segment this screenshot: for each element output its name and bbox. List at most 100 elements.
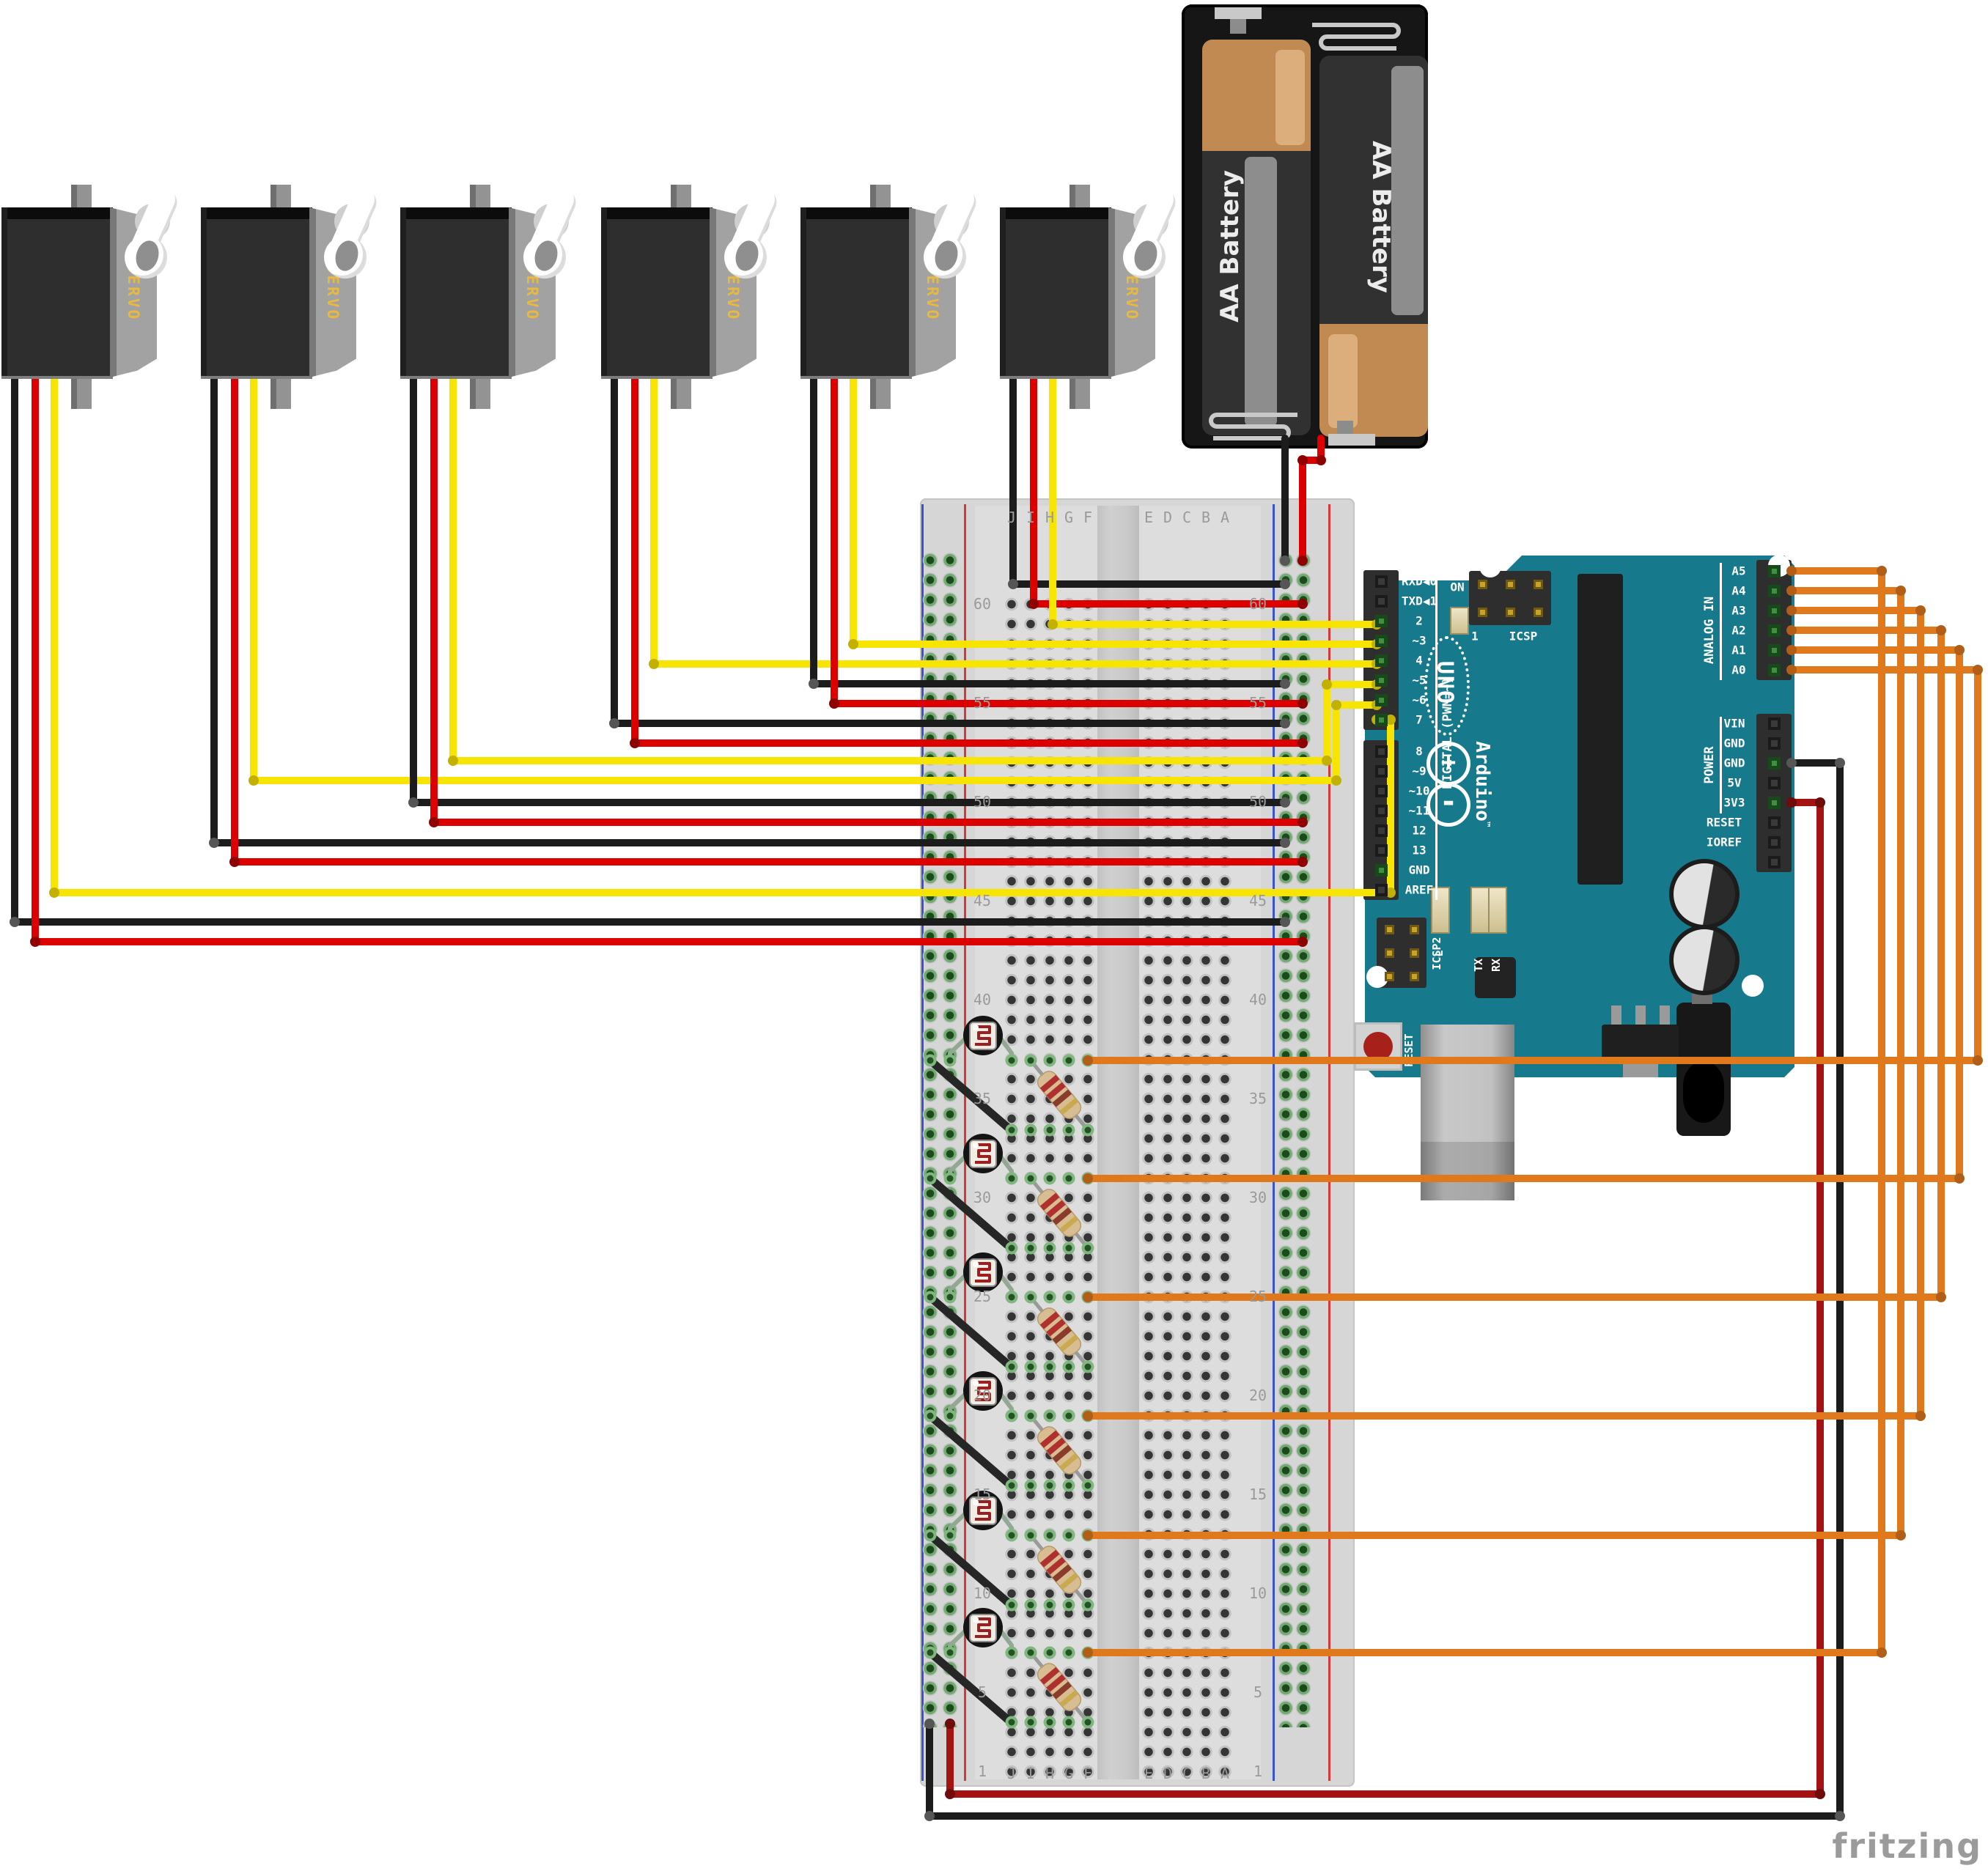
servo3-power-wire: [430, 366, 1306, 826]
analog-a5-wire-joint: [1877, 1647, 1887, 1658]
analog-a2-wire-joint: [1936, 1292, 1946, 1302]
battery-power-wire: [1299, 435, 1325, 564]
arduino-3v3-wire-joint: [945, 1719, 955, 1729]
servo-3: SERVO: [400, 183, 581, 412]
servo-body: [400, 207, 512, 376]
bb-row-50-left-text: 50: [973, 793, 992, 811]
digital-pin-RXD◀0-text: RXD◀0: [1401, 574, 1437, 588]
digital-pin-AREF-text: AREF: [1405, 882, 1434, 897]
analog-a3-wire-joint: [1915, 1411, 1926, 1421]
bb-col-B-bottom-text: B: [1201, 1765, 1211, 1782]
servo2-power-wire-joint: [1297, 857, 1308, 867]
analog-a0-wire-joint: [1083, 1055, 1093, 1066]
gnd-jumper-1: [926, 1056, 1015, 1134]
analog-pin-A2: [1767, 624, 1781, 637]
digital-pin-~3-text: ~3: [1412, 633, 1426, 648]
analog-a4-wire-joint: [1786, 586, 1797, 596]
servo5-signal-wire-joint: [848, 639, 858, 649]
analog-a3-wire-joint: [1786, 605, 1797, 616]
analog-pin-A0-text: A0: [1731, 663, 1746, 677]
bb-col-E-top-text: E: [1144, 509, 1154, 526]
servo1-gnd-wire-joint: [10, 917, 20, 927]
digital-pin-4: [1374, 654, 1388, 667]
battery-gnd-wire-joint: [1280, 556, 1290, 566]
analog-pin-A2-text: A2: [1731, 623, 1746, 638]
servo5-gnd-wire-joint: [809, 679, 819, 689]
icsp-pin-1: [1505, 579, 1515, 589]
arduino-gnd-wire-joint: [1835, 1811, 1845, 1821]
analog-a2-wire-joint: [1083, 1292, 1093, 1302]
ldr-group-2: [926, 1134, 1090, 1252]
battery-right-copper-stripe: [1328, 334, 1358, 428]
reset-button: [1363, 1032, 1393, 1061]
analog-pin-A1-text: A1: [1731, 643, 1746, 657]
battery-left-gray-stripe: [1245, 157, 1277, 427]
arduino-3v3-wire-joint: [1786, 797, 1797, 808]
l-led: [1431, 887, 1450, 934]
bb-row-10-left-text: 10: [973, 1584, 992, 1602]
bb-col-A-bottom-text: A: [1220, 1765, 1230, 1782]
analog-pin-A5: [1767, 564, 1781, 577]
servo-bottom-shaft: [71, 375, 92, 409]
digital-pin-~5: [1374, 674, 1388, 687]
fritzing-watermark: fritzing: [1832, 1826, 1982, 1866]
digital-pin-~9-text: ~9: [1412, 764, 1426, 778]
analog-a1-wire-joint: [1954, 645, 1965, 655]
resistor-3: [1037, 1307, 1082, 1356]
digital-pin-13: [1374, 844, 1388, 857]
analog-group-line: [1720, 563, 1722, 680]
servo-bottom-shaft: [671, 375, 691, 409]
digital-pin-7: [1374, 713, 1388, 726]
bb-row-40-right-text: 40: [1248, 991, 1267, 1008]
bb-col-C-bottom-text: C: [1182, 1765, 1192, 1782]
breadboard-left-red-line: [964, 504, 966, 1781]
bb-row-5-right-text: 5: [1253, 1683, 1263, 1701]
analog-a3-wire: [1084, 607, 1924, 1420]
digital-pin-8-text: 8: [1415, 744, 1423, 759]
analog-pin-A5-text: A5: [1731, 564, 1746, 578]
usb-connector: [1421, 1025, 1514, 1200]
digital-pin-RXD◀0: [1374, 575, 1388, 588]
breadboard-bank-right-holes: [1139, 594, 1234, 1782]
bb-row-35-right-text: 35: [1248, 1090, 1267, 1107]
power-pin-nc: [1767, 855, 1781, 868]
battery-right-gray-stripe: [1391, 66, 1424, 315]
atmega-chip: [1577, 574, 1623, 885]
battery-power-wire-joint: [1316, 455, 1326, 465]
digital-pin-~10: [1374, 784, 1388, 797]
servo6-signal-wire-joint: [1048, 619, 1058, 630]
analog-a4-wire-joint: [1896, 586, 1906, 596]
bb-row-20-left-text: 20: [973, 1387, 992, 1404]
mounting-hole-4: [1742, 975, 1764, 997]
servo-body: [201, 207, 312, 376]
gnd-jumper-5: [926, 1531, 1015, 1609]
barrel-jack-opening: [1683, 1061, 1724, 1123]
bb-row-1-left-text: 1: [977, 1763, 987, 1780]
battery-nub-top-left: [1230, 19, 1246, 34]
servo5-power-wire: [831, 366, 1306, 707]
bb-col-J-top-text: J: [1006, 509, 1017, 526]
digital-pin-8: [1374, 745, 1388, 758]
breadboard-right-red-line: [1328, 504, 1330, 1781]
digital-pin-7-text: 7: [1415, 712, 1423, 727]
bb-row-45-right-text: 45: [1248, 892, 1267, 909]
arduino-infinity-logo2: -: [1426, 783, 1470, 827]
resistor-4: [1037, 1426, 1082, 1475]
gnd-jumper-3: [926, 1293, 1015, 1371]
bb-row-30-left-text: 30: [973, 1189, 992, 1206]
digital-pin-TXD◀1-text: TXD◀1: [1401, 594, 1437, 608]
servo6-power-wire-joint: [1028, 599, 1039, 609]
battery-left-copper-stripe: [1275, 50, 1305, 145]
bb-col-I-bottom-text: I: [1026, 1765, 1036, 1782]
digital-pin-AREF: [1374, 883, 1388, 896]
digital-group-line: [1435, 572, 1437, 900]
analog-a2-wire-joint: [1786, 625, 1797, 635]
bb-col-C-top-text: C: [1182, 509, 1192, 526]
digital-pin-TXD◀1: [1374, 594, 1388, 608]
servo-bottom-shaft: [270, 375, 291, 409]
arduino-gnd-wire-joint: [924, 1811, 935, 1821]
servo6-gnd-wire-joint: [1008, 579, 1018, 589]
servo3-signal-wire-joint: [1322, 756, 1332, 766]
analog-header: [1756, 560, 1792, 680]
bb-col-G-top-text: G: [1064, 509, 1074, 526]
